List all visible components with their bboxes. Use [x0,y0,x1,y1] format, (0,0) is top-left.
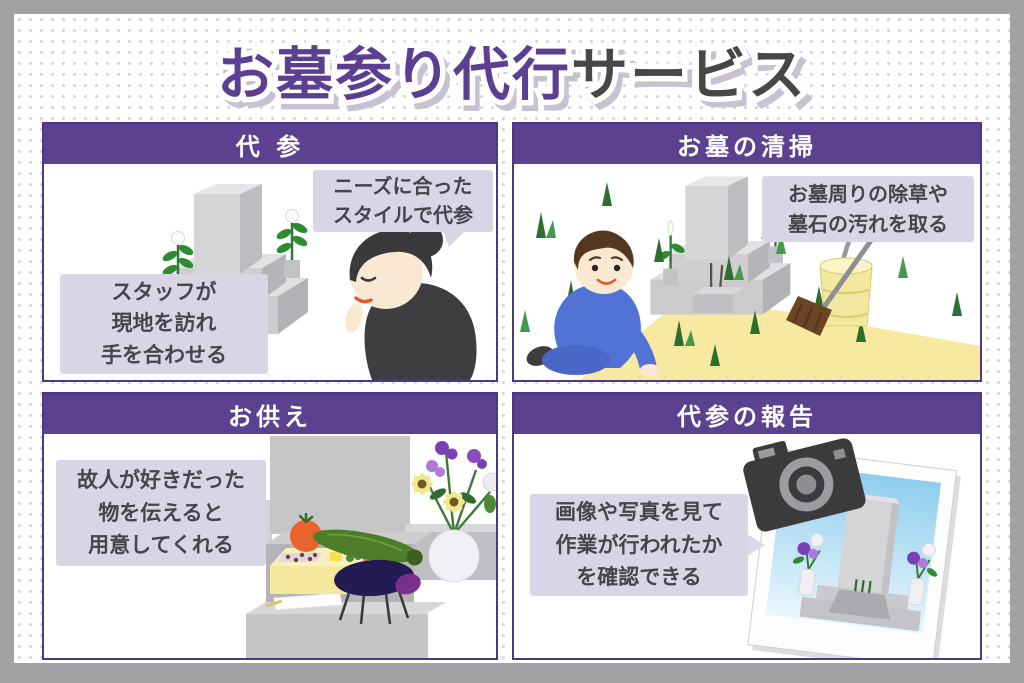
speech-bubble-offering: 故人が好きだった 物を伝えると 用意してくれる [56,460,266,566]
bubble-text: 故人が好きだった 物を伝えると 用意してくれる [77,468,245,558]
bubble-tail [747,534,765,556]
yellow-daisy [443,491,465,513]
tomato [290,512,322,552]
purple-flowers [426,441,487,477]
page-title: お墓参り代行サービス お墓参り代行サービス お墓参り代行サービス [14,32,1010,120]
right-grave-plant [276,209,308,278]
man-weeding [526,230,660,376]
title-highlight: お墓参り代行 [217,42,571,108]
panel-houkoku-body: 画像や写真を見て 作業が行われたか を確認できる [514,434,980,658]
bucket-and-broom [786,217,889,336]
right-flower-bunch [907,542,938,606]
praying-woman [345,223,477,380]
osonae-illustration [244,436,496,658]
panel-daisan-body: ニーズに合った スタイルで代参 スタッフが 現地を訪れ 手を合わせる [44,164,496,380]
bubble-text: お墓周りの除草や 墓石の汚れを取る [788,182,948,236]
speech-bubble-report: 画像や写真を見て 作業が行われたか を確認できる [530,494,765,596]
panel-osonae: お供え [42,392,498,660]
panel-seisou: お墓の清掃 [512,122,982,382]
camera-icon [743,438,866,532]
cucumber [312,529,423,566]
dotted-background: お墓参り代行サービス お墓参り代行サービス お墓参り代行サービス 代 参 [14,14,1010,663]
flower-vase [411,441,496,583]
bubble-text: 画像や写真を見て 作業が行われたか を確認できる [555,500,723,590]
panel-houkoku: 代参の報告 [512,392,982,660]
offering-paper [273,592,343,611]
yellow-daisy [411,473,433,495]
panel-houkoku-header: 代参の報告 [514,394,980,434]
bubble-text: スタッフが 現地を訪れ 手を合わせる [101,279,227,367]
houkoku-illustration [743,438,961,658]
gravestone-illustration [650,176,791,315]
speech-bubble-staff: スタッフが 現地を訪れ 手を合わせる [60,274,268,374]
bubble-tail [443,231,465,247]
panel-daisan-header: 代 参 [44,124,496,164]
speech-bubble-cleaning: お墓周りの除草や 墓石の汚れを取る [762,176,974,242]
title-rest: サービス [571,42,807,108]
panel-seisou-body: お墓周りの除草や 墓石の汚れを取る [514,164,980,380]
panel-seisou-header: お墓の清掃 [514,124,980,164]
bubble-text: ニーズに合った スタイルで代参 [333,174,473,227]
panel-osonae-header: お供え [44,394,496,434]
panel-daisan: 代 参 [42,122,498,382]
speech-bubble-style: ニーズに合った スタイルで代参 [313,170,493,247]
eggplant-horse [334,559,421,625]
left-flower-bunch [792,533,825,597]
title-text: お墓参り代行サービス [14,32,1010,118]
title-outline-layer: お墓参り代行サービス [212,37,811,114]
title-shadow-layer: お墓参り代行サービス [217,43,815,119]
panel-osonae-body: 故人が好きだった 物を伝えると 用意してくれる [44,434,496,658]
stone-path [580,300,980,380]
